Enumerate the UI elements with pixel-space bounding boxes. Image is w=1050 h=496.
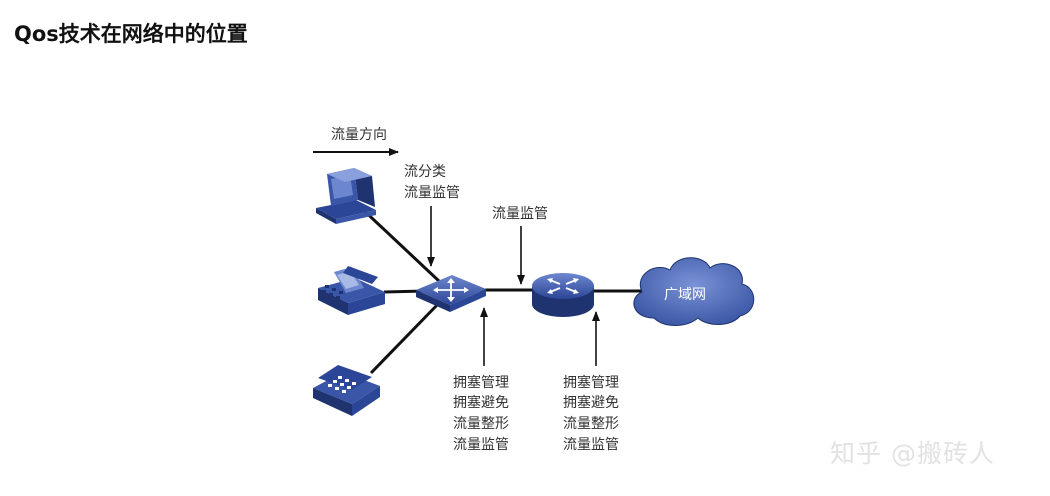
switch-label-policing: 流量监管	[404, 185, 460, 201]
switch-bottom-label-congestion-avoidance: 拥塞避免	[453, 394, 509, 411]
router-label-policing: 流量监管	[492, 206, 548, 222]
router-bottom-label-traffic-policing: 流量监管	[563, 437, 619, 453]
switch-icon	[416, 275, 486, 312]
switch-bottom-label-congestion-management: 拥塞管理	[453, 374, 509, 391]
router-bottom-label-traffic-shaping: 流量整形	[563, 416, 619, 432]
switch-bottom-label-traffic-policing: 流量监管	[453, 437, 509, 453]
connection-lines	[356, 203, 642, 375]
computer-icon	[316, 168, 376, 224]
cloud-label: 广域网	[664, 287, 706, 303]
ip-phone-icon	[318, 266, 385, 315]
page-title: Qos技术在网络中的位置	[14, 22, 248, 46]
watermark: 知乎 @搬砖人	[830, 439, 995, 468]
switch-bottom-label-traffic-shaping: 流量整形	[453, 416, 509, 432]
switch-label-classification: 流分类	[404, 164, 446, 180]
router-bottom-label-congestion-management: 拥塞管理	[563, 374, 619, 391]
router-bottom-label-congestion-avoidance: 拥塞避免	[563, 394, 619, 411]
computer-link	[356, 203, 442, 284]
flow-direction-label: 流量方向	[331, 127, 387, 143]
telephone-icon	[313, 365, 380, 416]
telephone-link	[369, 300, 442, 375]
wan-cloud-icon	[633, 257, 755, 326]
router-icon	[532, 273, 594, 317]
